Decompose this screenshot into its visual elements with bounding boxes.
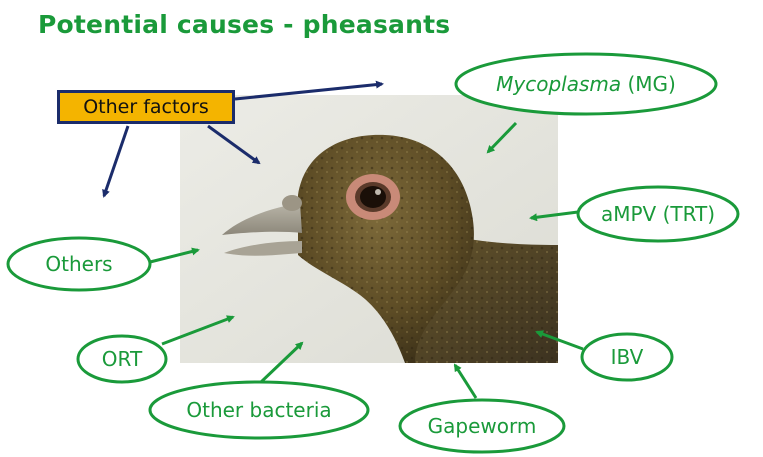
arrow-others xyxy=(150,250,198,262)
arrow-mycoplasma xyxy=(488,123,516,152)
arrow-ibv xyxy=(537,332,583,349)
arrow-other-bacteria xyxy=(260,343,302,383)
oval-gapeworm: Gapeworm xyxy=(398,398,566,454)
other-factors-box: Other factors xyxy=(57,90,235,124)
oval-mycoplasma: Mycoplasma (MG) xyxy=(454,52,718,116)
arrow-factors-left xyxy=(104,126,128,196)
oval-others: Others xyxy=(6,236,152,292)
oval-ampv: aMPV (TRT) xyxy=(576,185,740,243)
oval-gapeworm-label: Gapeworm xyxy=(428,414,537,438)
oval-other-bacteria-label: Other bacteria xyxy=(186,398,331,422)
oval-mycoplasma-label: Mycoplasma (MG) xyxy=(496,72,676,96)
arrow-gapeworm xyxy=(455,365,476,398)
oval-ampv-label: aMPV (TRT) xyxy=(601,202,715,226)
oval-ort: ORT xyxy=(76,334,168,384)
oval-ort-label: ORT xyxy=(102,347,142,371)
arrow-ampv xyxy=(531,212,578,218)
oval-other-bacteria: Other bacteria xyxy=(148,380,370,440)
oval-others-label: Others xyxy=(45,252,112,276)
oval-ibv-label: IBV xyxy=(611,345,644,369)
arrow-ort xyxy=(162,317,233,344)
oval-ibv: IBV xyxy=(580,332,674,382)
arrow-factors-top xyxy=(235,84,382,99)
arrow-factors-head xyxy=(208,126,259,163)
